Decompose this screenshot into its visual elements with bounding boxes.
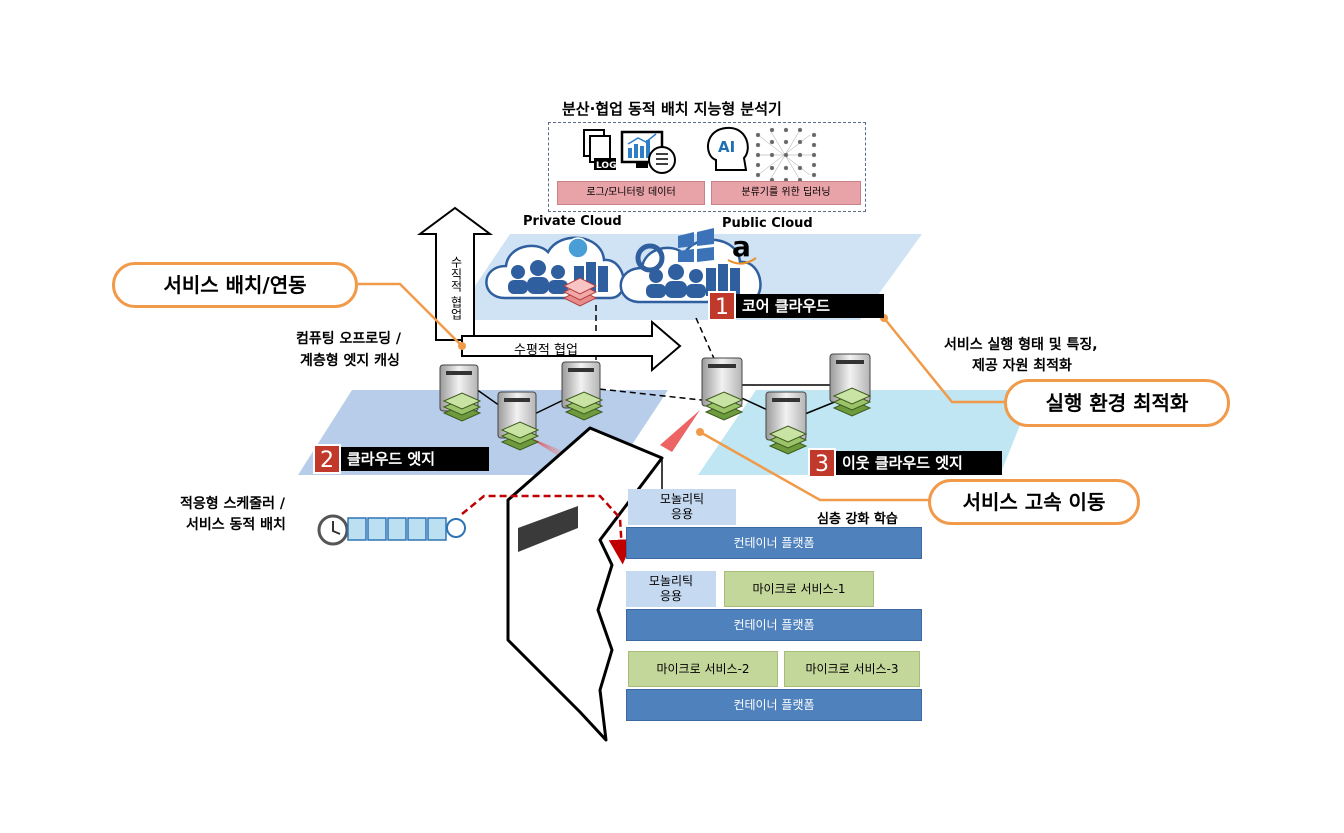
- server-edge-1: [439, 364, 482, 422]
- monolithic-app-2: 모놀리틱 응용: [626, 571, 716, 607]
- windows-logo: [678, 228, 714, 262]
- microservice-1: 마이크로 서비스-1: [724, 571, 874, 607]
- analyzer-title: 분산·협업 동적 배치 지능형 분석기: [562, 100, 782, 118]
- scheduler-text-2: 서비스 동적 배치: [186, 517, 286, 533]
- cloud-edge-text: 클라우드 엣지: [347, 450, 436, 468]
- service-char-text-2: 제공 자원 최적화: [972, 358, 1072, 374]
- container-platform-2: 컨테이너 플랫폼: [626, 609, 922, 641]
- vertical-arrow: [416, 206, 494, 341]
- container-platform-1: 컨테이너 플랫폼: [626, 527, 922, 559]
- processor-icon: [446, 518, 466, 538]
- deep-rl-text: 심층 강화 학습: [817, 512, 898, 527]
- server-edge-3: [561, 361, 604, 421]
- private-cloud-icon: [485, 236, 625, 307]
- neural-network-icon: [755, 127, 817, 183]
- dispatch-arrow: [461, 494, 634, 565]
- svg-text:AI: AI: [718, 138, 735, 156]
- scheduler-queue: [317, 514, 466, 546]
- private-cloud-label: Private Cloud: [523, 214, 622, 229]
- log-icon: LOG: [583, 129, 616, 171]
- horizontal-arrow: [461, 319, 682, 373]
- cloud-edge-number: 2: [313, 444, 341, 474]
- ai-head-icon: AI: [707, 126, 749, 171]
- monolithic-app-1: 모놀리틱 응용: [628, 489, 736, 525]
- public-cloud-label: Public Cloud: [722, 216, 813, 231]
- cloud-edge-label: 2 클라우드 엣지: [313, 444, 489, 474]
- vertical-collab-label: 수직적 협업: [449, 256, 463, 320]
- monitoring-icon: [620, 130, 676, 174]
- server-neighbor-1: [701, 357, 744, 421]
- deep-learning-label: 분류기를 위한 딥러닝: [711, 181, 861, 205]
- offloading-text-1: 컴퓨팅 오프로딩 /: [296, 331, 402, 347]
- service-char-text-1: 서비스 실행 형태 및 특징,: [944, 337, 1098, 353]
- server-slot: [518, 506, 578, 552]
- core-cloud-number: 1: [708, 291, 736, 321]
- neighbor-edge-number: 3: [808, 448, 836, 478]
- callout-dot-migration: [696, 428, 704, 436]
- microservice-2: 마이크로 서비스-2: [628, 651, 778, 687]
- amazon-logo: a: [732, 230, 751, 263]
- server-edge-2: [497, 391, 540, 451]
- neighbor-edge-label: 3 이웃 클라우드 엣지: [808, 448, 1002, 478]
- microservice-3: 마이크로 서비스-3: [784, 651, 920, 687]
- server-neighbor-3: [829, 353, 872, 417]
- swirl-logo: [635, 243, 665, 273]
- server-neighbor-2: [765, 391, 808, 455]
- offloading-text-2: 계층형 엣지 캐싱: [300, 353, 400, 369]
- analyzer-box: [548, 122, 866, 212]
- neighbor-edge-text: 이웃 클라우드 엣지: [842, 454, 963, 472]
- public-cloud-icon: [619, 228, 762, 304]
- stack-layers-icon: [562, 277, 598, 307]
- log-data-label: 로그/모니터링 데이터: [557, 181, 705, 205]
- scheduler-text-1: 적응형 스케줄러 /: [180, 496, 286, 512]
- callout-connectors: [358, 282, 1006, 502]
- zoomed-server: [506, 426, 664, 742]
- amazon-smile: [727, 257, 757, 265]
- svg-text:LOG: LOG: [596, 161, 616, 171]
- horizontal-collab-label: 수평적 협업: [514, 343, 578, 358]
- core-cloud-label: 1 코어 클라우드: [708, 291, 884, 321]
- red-beam-right: [660, 410, 700, 452]
- container-platform-3: 컨테이너 플랫폼: [626, 689, 922, 721]
- callout-service-migration: 서비스 고속 이동: [928, 479, 1140, 525]
- callout-runtime-optimization: 실행 환경 최적화: [1004, 379, 1230, 427]
- core-cloud-text: 코어 클라우드: [742, 297, 831, 315]
- callout-service-placement: 서비스 배치/연동: [112, 262, 358, 308]
